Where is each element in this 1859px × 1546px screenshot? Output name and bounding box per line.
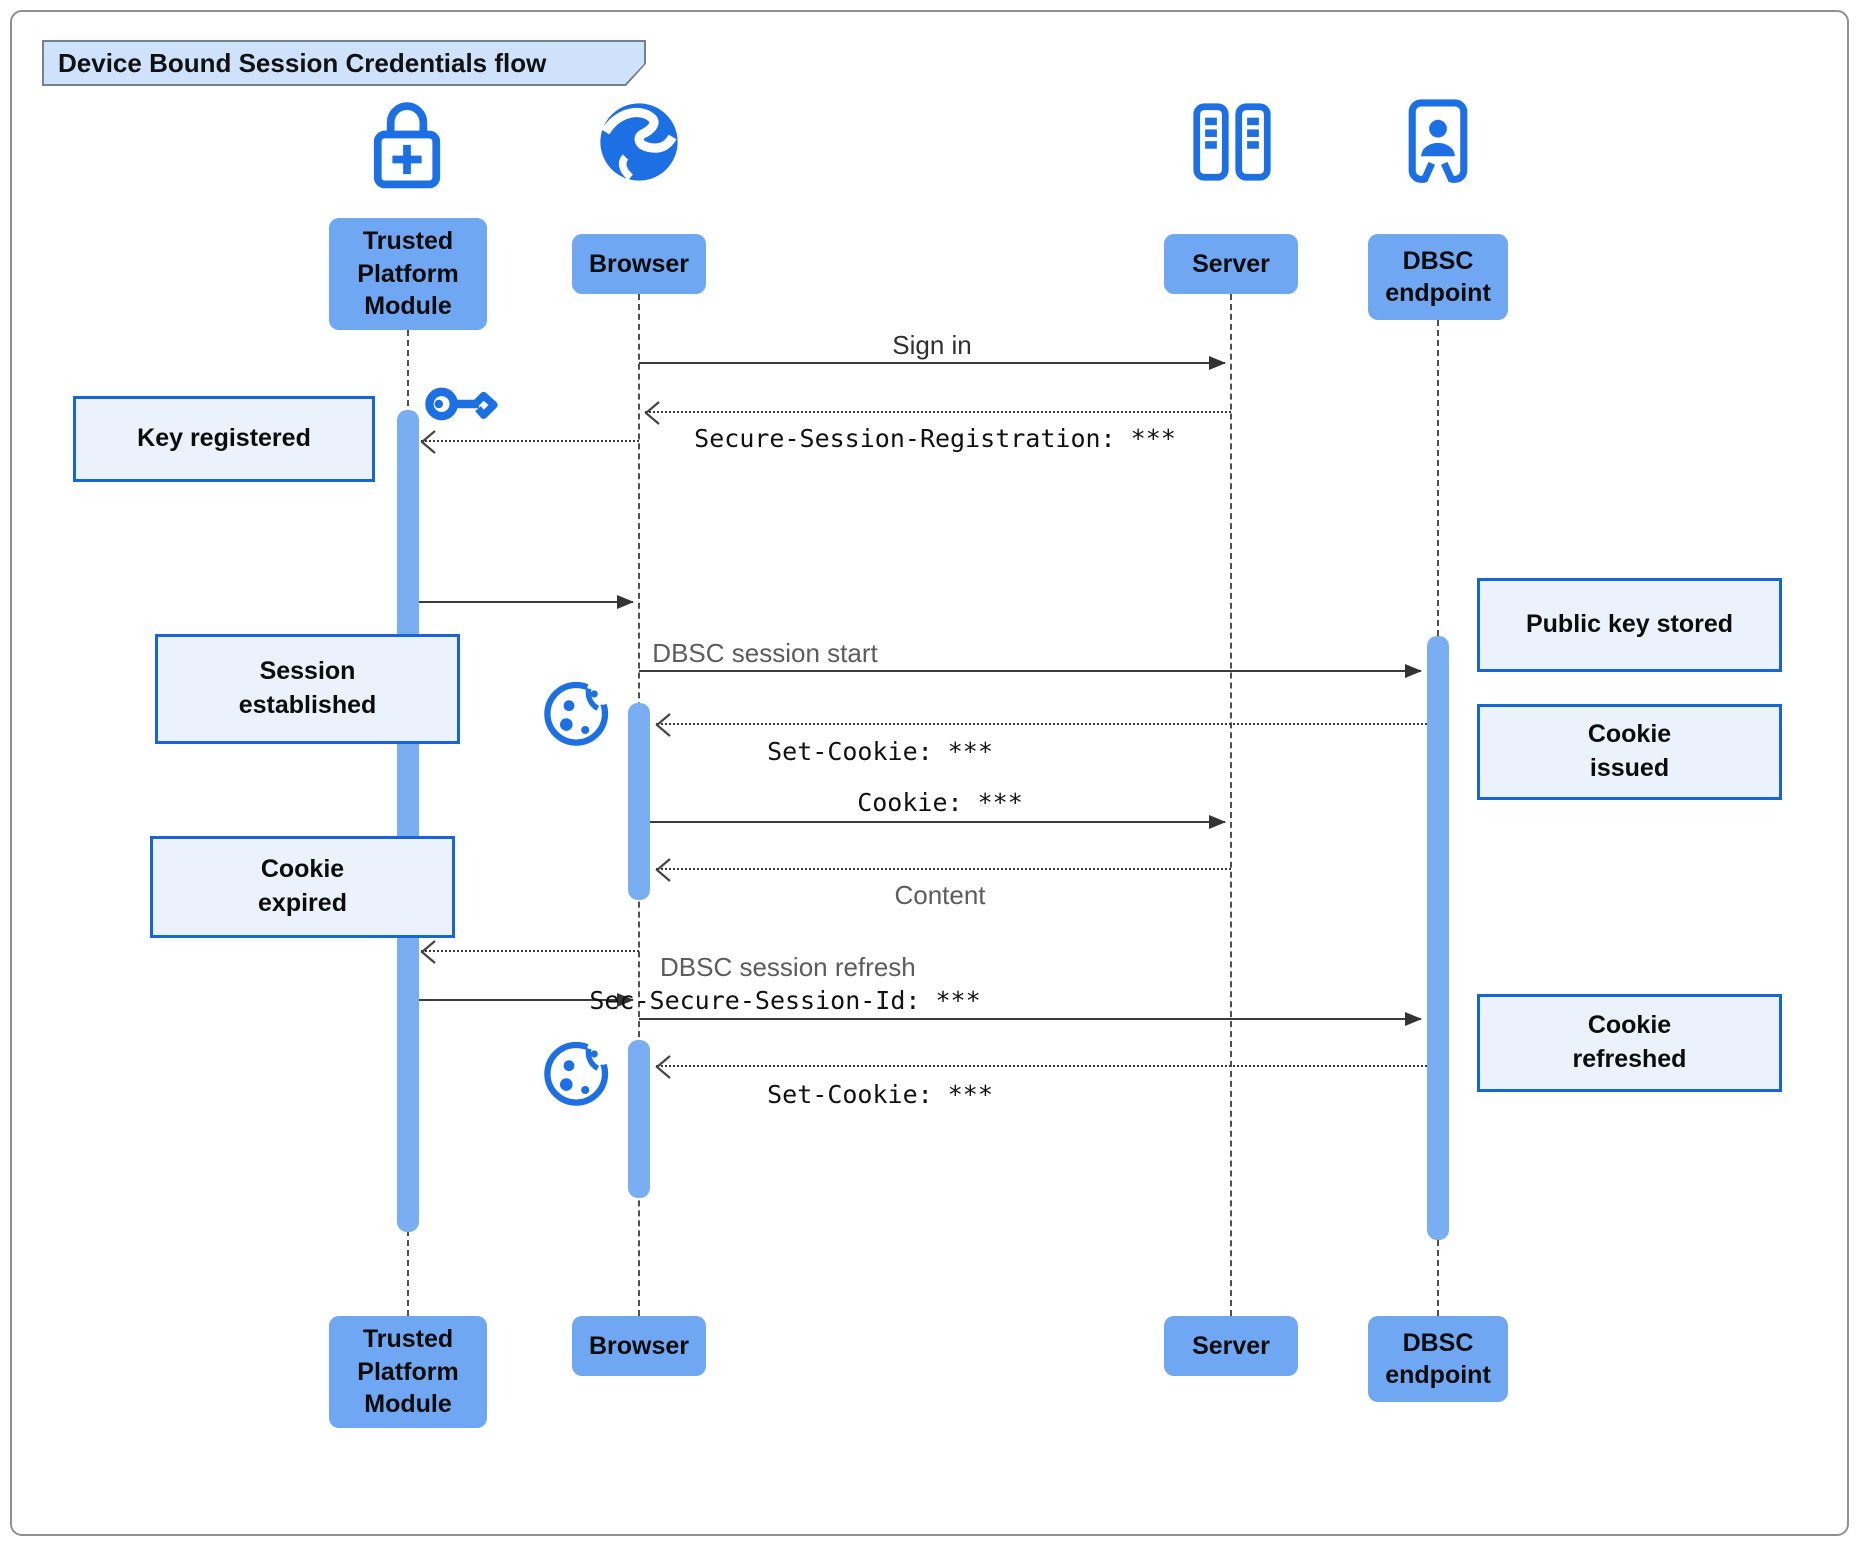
actor-label-text: Trusted Platform Module (357, 227, 459, 321)
actor-label-text: Trusted Platform Module (357, 1325, 459, 1419)
arrow-cookie (650, 815, 1226, 829)
arrow-registration (644, 401, 1231, 425)
activation-bar-browser-2 (628, 1040, 650, 1198)
message-set-cookie-2: Set-Cookie: *** (767, 1080, 993, 1109)
diagram-title-tab: Device Bound Session Credentials flow (42, 40, 646, 86)
open-arrowhead (655, 1055, 671, 1079)
arrow-refresh-to-tpm (420, 940, 639, 964)
message-set-cookie-1: Set-Cookie: *** (767, 737, 993, 766)
diagram-title: Device Bound Session Credentials flow (44, 42, 644, 84)
server-racks-icon (1193, 103, 1271, 181)
actor-top-dbsc: DBSC endpoint (1368, 234, 1508, 320)
lifeline-server (1230, 294, 1232, 1316)
arrow-content (655, 858, 1231, 882)
message-session-id: Sec-Secure-Session-Id: *** (589, 986, 981, 1015)
message-content: Content (894, 880, 986, 910)
open-arrowhead (655, 713, 671, 737)
arrowhead (617, 595, 634, 609)
arrow-session-start (639, 664, 1422, 678)
note-cookie-expired: Cookie expired (150, 836, 455, 938)
arrowhead (617, 993, 634, 1007)
actor-top-server: Server (1164, 234, 1298, 294)
note-key-registered: Key registered (73, 396, 375, 482)
cookie-icon (544, 676, 614, 746)
arrow-set-cookie-1 (655, 713, 1427, 737)
note-text: Public key stored (1525, 610, 1734, 639)
globe-icon (600, 103, 678, 181)
note-text: Cookie issued (1587, 720, 1672, 782)
actor-bottom-server: Server (1164, 1316, 1298, 1376)
arrowhead (1209, 815, 1226, 829)
open-arrowhead (420, 940, 436, 964)
arrow-session-refresh (639, 1012, 1422, 1026)
note-session-established: Session established (155, 634, 460, 744)
activation-bar-browser-1 (628, 703, 650, 900)
note-text: Session established (238, 657, 377, 719)
message-cookie: Cookie: *** (857, 788, 1023, 817)
actor-bottom-browser: Browser (572, 1316, 706, 1376)
arrowhead (1209, 356, 1226, 370)
message-registration: Secure-Session-Registration: *** (694, 424, 1176, 453)
activation-bar-dbsc (1427, 636, 1449, 1240)
actor-label-text: Browser (588, 249, 690, 278)
arrow-tpm-to-browser-1 (419, 595, 634, 609)
actor-bottom-dbsc: DBSC endpoint (1368, 1316, 1508, 1402)
note-text: Cookie expired (258, 855, 347, 917)
message-session-refresh: DBSC session refresh (660, 952, 916, 982)
note-text: Key registered (137, 424, 311, 453)
message-sign-in: Sign in (892, 330, 972, 360)
open-arrowhead (655, 858, 671, 882)
id-badge-icon (1408, 99, 1468, 184)
actor-label-text: DBSC endpoint (1385, 1328, 1491, 1390)
lock-plus-icon (373, 102, 441, 189)
actor-label-text: Browser (588, 1331, 690, 1360)
message-session-start: DBSC session start (652, 638, 878, 668)
note-public-key-stored: Public key stored (1477, 578, 1782, 672)
arrowhead (1405, 664, 1422, 678)
key-icon (425, 387, 498, 421)
arrow-set-cookie-2 (655, 1055, 1427, 1079)
actor-label-text: Server (1192, 249, 1270, 278)
activation-bar-tpm (397, 410, 419, 1232)
arrow-sign-in (639, 356, 1226, 370)
open-arrowhead (420, 430, 436, 454)
actor-top-browser: Browser (572, 234, 706, 294)
actor-label-text: Server (1192, 1331, 1270, 1360)
arrowhead (1405, 1012, 1422, 1026)
actor-bottom-tpm: Trusted Platform Module (329, 1316, 487, 1428)
open-arrowhead (644, 401, 660, 425)
cookie-icon (544, 1036, 614, 1106)
note-text: Cookie refreshed (1572, 1011, 1687, 1073)
actor-top-tpm: Trusted Platform Module (329, 218, 487, 330)
note-cookie-issued: Cookie issued (1477, 704, 1782, 800)
note-cookie-refreshed: Cookie refreshed (1477, 994, 1782, 1092)
arrow-key-to-tpm (420, 430, 639, 454)
arrow-tpm-to-browser-2 (419, 993, 634, 1007)
actor-label-text: DBSC endpoint (1385, 246, 1491, 308)
